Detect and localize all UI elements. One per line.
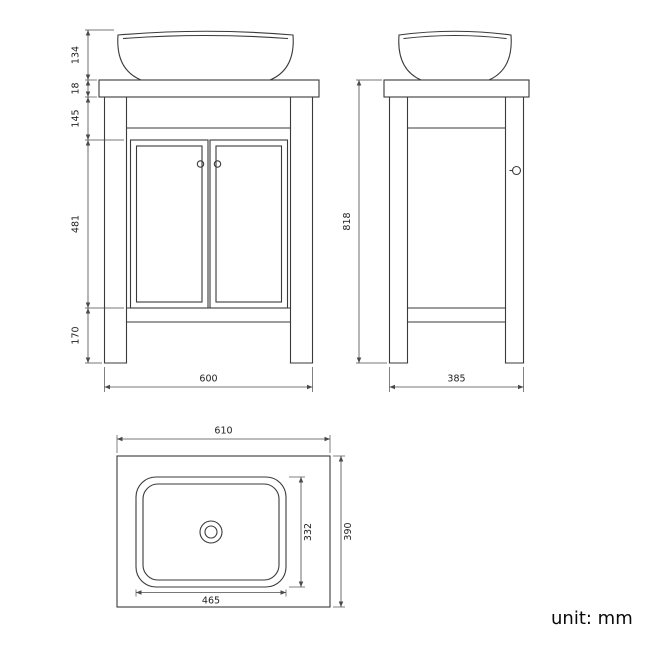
vessel-basin-front-rim (122, 34, 289, 40)
dim-overall-height: 818 (342, 212, 353, 230)
dim-door-height: 481 (71, 215, 82, 233)
door-knob-left (196, 160, 205, 168)
dim-top-width: 610 (214, 426, 232, 437)
door-right (209, 139, 289, 309)
door-right-panel (215, 145, 283, 303)
cabinet-frame-side (388, 96, 525, 364)
drain-inner (204, 525, 218, 539)
top-view-dimensions: 610 390 332 465 (116, 426, 354, 608)
dim-overall-depth: 385 (447, 374, 465, 385)
countertop-side (383, 79, 530, 98)
vessel-basin-side (398, 30, 512, 81)
dim-leg-height: 170 (71, 326, 82, 344)
side-view-dimensions: 818 385 (342, 79, 524, 392)
dim-basin-height: 134 (71, 46, 82, 64)
dim-basin-depth: 332 (303, 523, 314, 541)
door-knob-right (213, 160, 222, 168)
dim-apron-height: 145 (71, 109, 82, 127)
vessel-basin-front (117, 30, 294, 81)
door-left-panel (135, 145, 203, 303)
doors-front (129, 139, 289, 309)
side-view (383, 30, 530, 364)
unit-label: unit: mm (551, 608, 633, 629)
basin-bowl-plan (142, 483, 280, 581)
dim-top-depth: 390 (343, 522, 354, 540)
top-view (116, 455, 331, 608)
door-left (129, 139, 209, 309)
dim-countertop-thickness: 18 (71, 82, 82, 94)
vessel-basin-side-rim (403, 34, 507, 40)
countertop-plan (116, 455, 331, 608)
cabinet-frame-front (103, 96, 314, 364)
dim-overall-width: 600 (199, 374, 217, 385)
drain-outer (199, 520, 223, 544)
door-knob-side (511, 165, 522, 176)
basin-rim-plan (135, 476, 287, 588)
front-view-dimensions: 134 18 145 481 170 600 (71, 29, 313, 392)
dim-basin-width: 465 (202, 596, 220, 607)
countertop-front (98, 79, 320, 98)
front-view (98, 30, 320, 364)
